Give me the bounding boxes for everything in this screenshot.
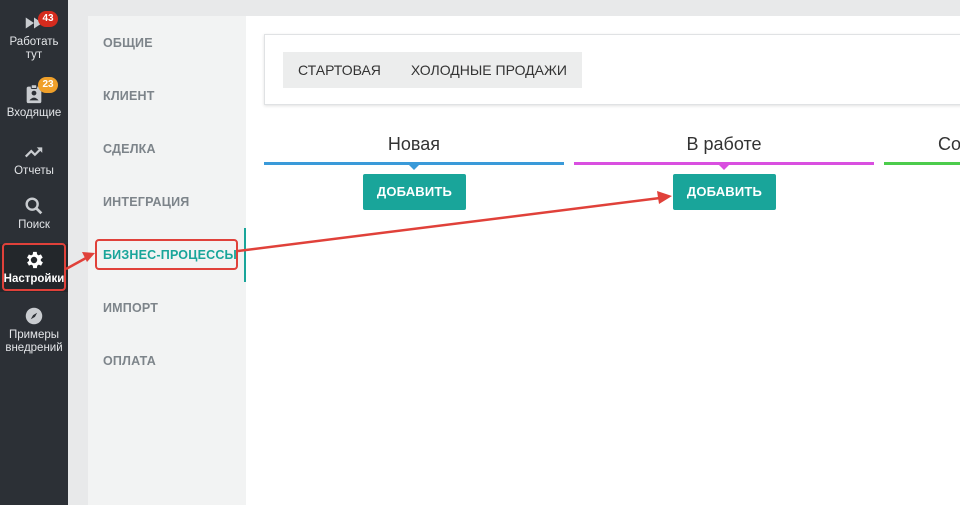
stage-title: В работе <box>686 134 762 154</box>
trending-up-icon <box>24 147 43 158</box>
nav-label-reports: Отчеты <box>14 165 54 177</box>
process-tabs: СТАРТОВАЯ ХОЛОДНЫЕ ПРОДАЖИ <box>283 52 582 88</box>
clipboard-user-icon <box>26 84 42 104</box>
stage-new: Новая ДОБАВИТЬ <box>264 134 564 210</box>
nav-label-work-here: Работать тут <box>9 36 59 61</box>
settings-highlight-annotation <box>2 243 66 291</box>
submenu-general[interactable]: ОБЩИЕ <box>103 36 153 50</box>
nav-label-search: Поиск <box>18 219 50 231</box>
submenu-client[interactable]: КЛИЕНТ <box>103 89 155 103</box>
submenu-deal[interactable]: СДЕЛКА <box>103 142 156 156</box>
tab-start[interactable]: СТАРТОВАЯ <box>298 62 381 78</box>
stage-caret <box>409 165 419 170</box>
settings-submenu: ОБЩИЕ КЛИЕНТ СДЕЛКА ИНТЕГРАЦИЯ БИЗНЕС-ПР… <box>88 16 246 505</box>
nav-badge-work-here: 43 <box>38 11 58 27</box>
gear-icon <box>27 251 43 269</box>
nav-label-examples: Примеры внедрений <box>5 329 63 354</box>
compass-icon <box>25 307 43 325</box>
nav-item-inbox[interactable]: 23 Входящие <box>0 77 68 123</box>
search-icon <box>25 197 43 215</box>
process-tabs-card: СТАРТОВАЯ ХОЛОДНЫЕ ПРОДАЖИ <box>264 34 960 105</box>
stage-line <box>264 162 564 165</box>
tab-cold-sales[interactable]: ХОЛОДНЫЕ ПРОДАЖИ <box>410 62 567 78</box>
submenu-import[interactable]: ИМПОРТ <box>103 301 159 315</box>
nav-item-settings[interactable]: Настройки <box>0 244 68 292</box>
add-button[interactable]: ДОБАВИТЬ <box>363 174 466 210</box>
nav-item-work-here[interactable]: 43 Работать тут <box>0 11 68 62</box>
submenu-payment[interactable]: ОПЛАТА <box>103 354 156 368</box>
nav-label-settings: Настройки <box>3 273 65 285</box>
stage-title: Новая <box>387 134 441 154</box>
nav-item-search[interactable]: Поиск <box>0 195 68 235</box>
stage-in-progress: В работе ДОБАВИТЬ <box>574 134 874 210</box>
stage-title: Со <box>938 134 960 154</box>
submenu-integration[interactable]: ИНТЕГРАЦИЯ <box>103 195 190 209</box>
nav-item-reports[interactable]: Отчеты <box>0 141 68 181</box>
stage-line <box>574 162 874 165</box>
business-processes-highlight-annotation <box>95 239 238 270</box>
nav-badge-inbox: 23 <box>38 77 58 93</box>
stage-partial: Со <box>884 134 960 194</box>
add-button[interactable]: ДОБАВИТЬ <box>673 174 776 210</box>
nav-item-examples[interactable]: Примеры внедрений <box>0 305 68 355</box>
stage-caret <box>719 165 729 170</box>
submenu-active-indicator <box>244 228 246 282</box>
stage-line <box>884 162 960 165</box>
submenu-business-processes[interactable]: БИЗНЕС-ПРОЦЕССЫ <box>103 248 237 262</box>
left-navigation: 43 Работать тут 23 Входящие Отчеты Поиск… <box>0 0 68 505</box>
nav-label-inbox: Входящие <box>6 107 62 119</box>
